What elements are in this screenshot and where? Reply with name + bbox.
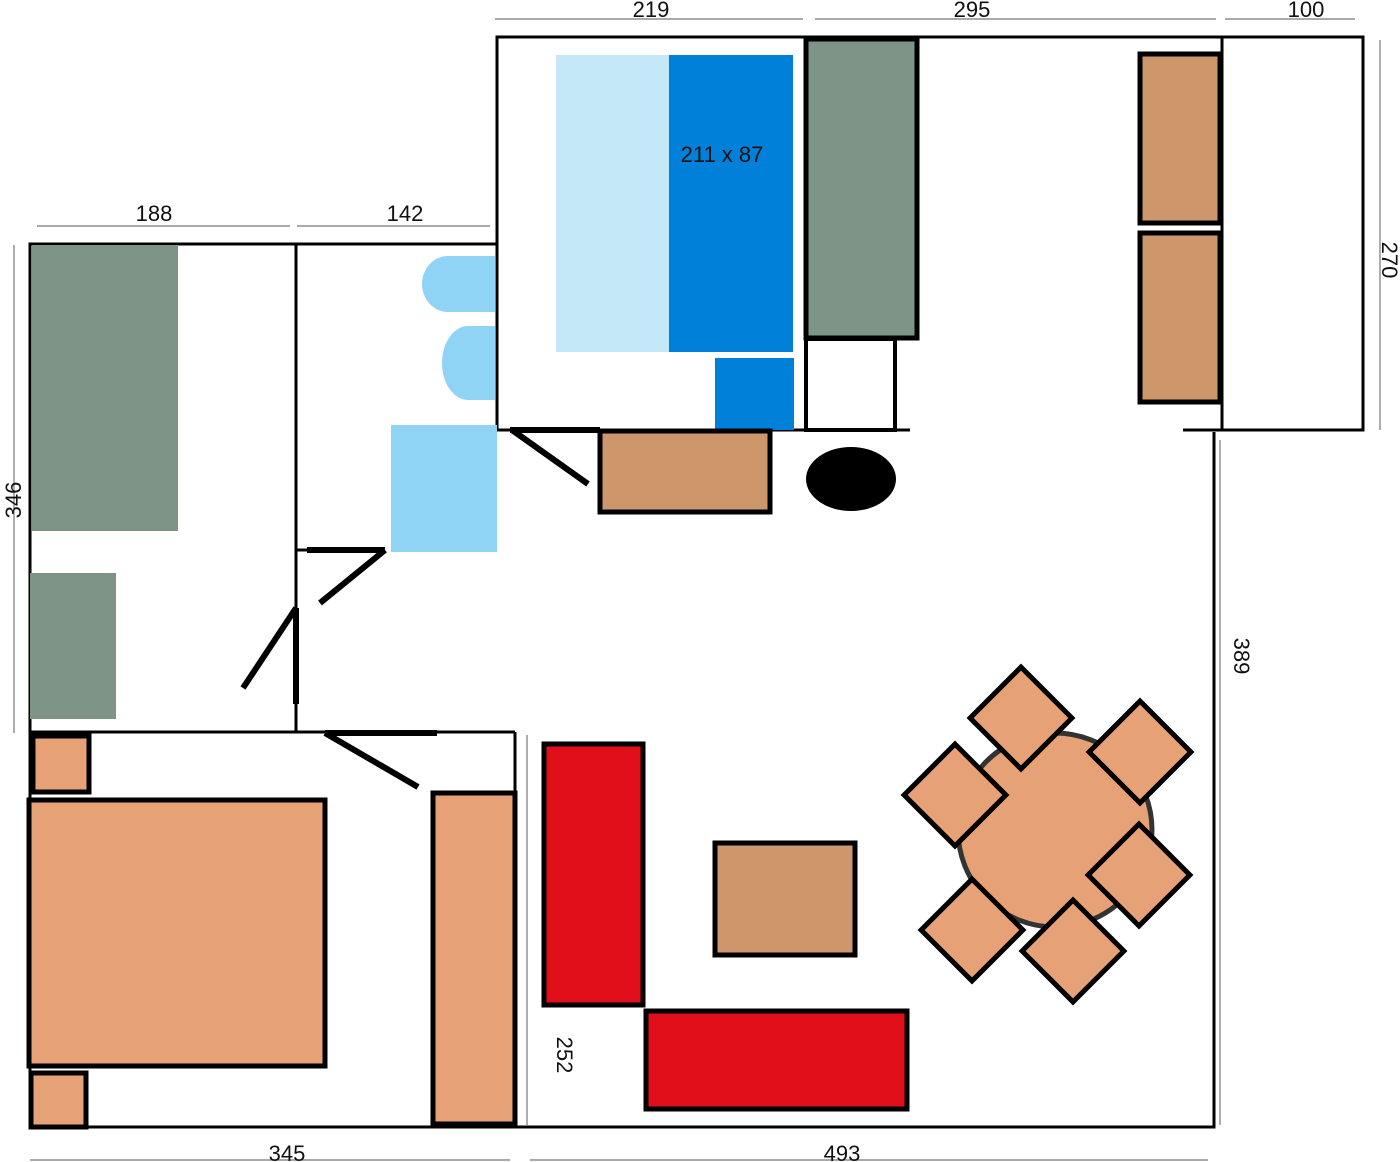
sofa-vertical xyxy=(541,741,646,1008)
dimension-100: 100 xyxy=(1288,0,1325,22)
washbasin xyxy=(422,256,495,312)
dimension-346: 346 xyxy=(1,482,26,519)
single-bed xyxy=(30,573,116,719)
double-bed-dark-half xyxy=(669,55,793,352)
shower xyxy=(391,425,497,552)
closet-cabinet xyxy=(804,337,897,432)
wardrobe-bedroom2 xyxy=(430,790,518,1127)
double-bed xyxy=(26,797,328,1069)
toilet xyxy=(442,326,495,400)
wardrobe-brown-upper xyxy=(1137,51,1223,226)
stove-oval xyxy=(806,447,896,511)
dimension-345: 345 xyxy=(269,1141,306,1162)
wardrobe-green xyxy=(803,36,920,341)
dimension-389: 389 xyxy=(1229,638,1254,675)
doors xyxy=(240,427,600,790)
dimension-295: 295 xyxy=(954,0,991,22)
dimension-188: 188 xyxy=(136,201,173,226)
kitchen-counter xyxy=(597,428,773,515)
dining-chair xyxy=(900,740,1010,850)
sofa-horizontal xyxy=(643,1008,910,1112)
nightstand-top xyxy=(30,733,92,795)
dimension-252: 252 xyxy=(552,1037,577,1074)
dimension-lines xyxy=(13,18,1381,1161)
dining-set xyxy=(900,663,1195,1006)
coffee-table xyxy=(712,840,858,958)
dining-chair xyxy=(1085,697,1195,807)
dining-chair xyxy=(917,875,1027,985)
wardrobe-brown-lower xyxy=(1137,230,1223,405)
dining-chair xyxy=(1018,896,1128,1006)
dining-chair xyxy=(1084,820,1194,930)
dimension-493: 493 xyxy=(824,1141,861,1162)
bunk-bed xyxy=(32,245,178,531)
dimension-270: 270 xyxy=(1377,242,1400,279)
nightstand xyxy=(715,358,794,430)
nightstand-bottom xyxy=(28,1070,89,1130)
double-bed-light-half xyxy=(556,55,669,352)
bed-size-label: 211 x 87 xyxy=(681,142,764,167)
dining-chair xyxy=(966,663,1076,773)
dimension-219: 219 xyxy=(633,0,670,22)
dimension-142: 142 xyxy=(387,201,424,226)
